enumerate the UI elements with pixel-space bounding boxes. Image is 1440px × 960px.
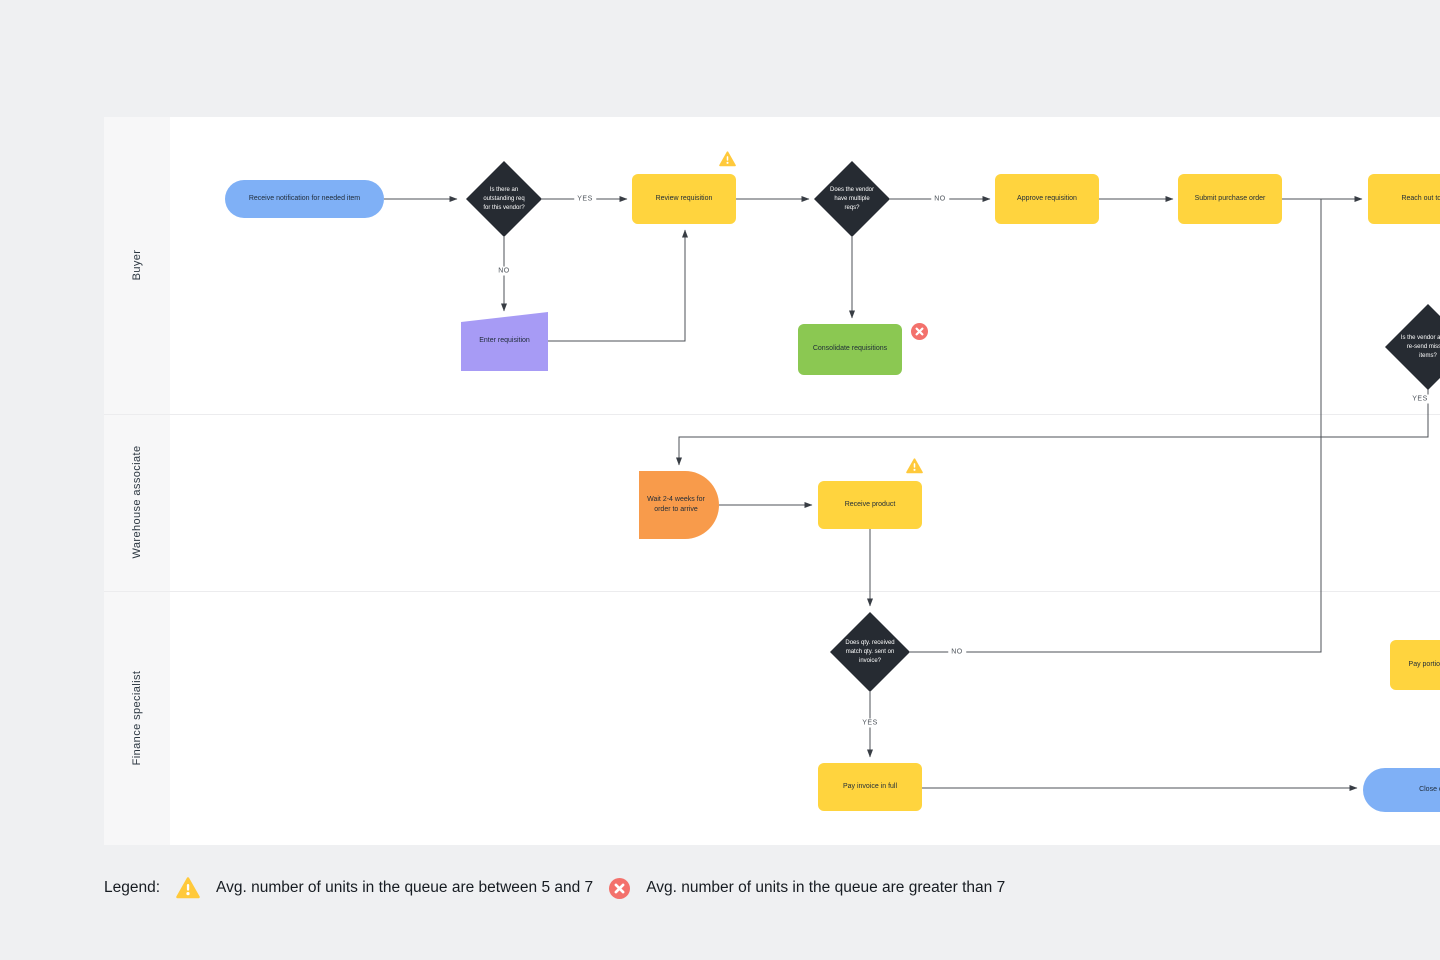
legend-title: Legend: bbox=[104, 879, 161, 896]
node-label: Receive notification for needed item bbox=[248, 194, 361, 202]
node-wait-2-4-weeks[interactable]: Wait 2-4 weeks for order to arrive bbox=[639, 471, 719, 539]
node-label: Enter requisition bbox=[479, 337, 530, 345]
node-label: Reach out to vendor bbox=[1401, 194, 1440, 202]
node-label: Does qty. received match qty. sent on in… bbox=[845, 639, 895, 664]
node-approve-requisition[interactable]: Approve requisition bbox=[995, 174, 1099, 224]
edge-label-no: NO bbox=[931, 194, 949, 204]
diagram-canvas bbox=[104, 117, 1440, 845]
edge-label-yes: YES bbox=[859, 718, 881, 728]
lane-label-finance-specialist: Finance specialist bbox=[131, 670, 143, 766]
node-review-requisition[interactable]: Review requisition bbox=[632, 174, 736, 224]
node-pay-invoice-in-full[interactable]: Pay invoice in full bbox=[818, 763, 922, 811]
error-icon bbox=[911, 323, 928, 340]
lane-label-buyer: Buyer bbox=[131, 249, 143, 281]
lane-label-warehouse-associate: Warehouse associate bbox=[131, 445, 143, 559]
node-enter-requisition[interactable]: Enter requisition bbox=[461, 312, 548, 371]
lane-divider bbox=[104, 591, 1440, 592]
legend-item-error-text: Avg. number of units in the queue are gr… bbox=[646, 879, 1006, 896]
node-label: Receive product bbox=[844, 500, 896, 508]
warning-icon bbox=[176, 877, 200, 899]
node-label: Pay portion of invoice bbox=[1408, 660, 1440, 668]
node-submit-purchase-order[interactable]: Submit purchase order bbox=[1178, 174, 1282, 224]
warning-icon bbox=[906, 458, 923, 474]
edge-label-no: NO bbox=[948, 647, 966, 657]
node-receive-notification[interactable]: Receive notification for needed item bbox=[225, 180, 384, 218]
node-label: Approve requisition bbox=[1017, 194, 1077, 202]
edge-label-yes: YES bbox=[574, 194, 596, 204]
error-icon bbox=[609, 877, 631, 899]
node-label: Submit purchase order bbox=[1194, 194, 1266, 202]
node-close-order[interactable]: Close out order bbox=[1363, 768, 1440, 812]
legend-item-warning-text: Avg. number of units in the queue are be… bbox=[216, 879, 594, 896]
lane-divider bbox=[104, 414, 1440, 415]
node-label: Does the vendor have multiple reqs? bbox=[829, 186, 875, 211]
node-label: Is the vendor able to re-send missing it… bbox=[1400, 334, 1440, 359]
node-label: Review requisition bbox=[655, 194, 713, 202]
node-label: Consolidate requisitions bbox=[812, 345, 888, 353]
node-label: Is there an outstanding req for this ven… bbox=[483, 186, 525, 211]
node-receive-product[interactable]: Receive product bbox=[818, 481, 922, 529]
warning-icon bbox=[719, 151, 736, 167]
edge-label-yes: YES bbox=[1409, 394, 1431, 404]
edge-label-no: NO bbox=[495, 266, 513, 276]
node-pay-portion-of-invoice[interactable]: Pay portion of invoice bbox=[1390, 640, 1440, 690]
node-consolidate-requisitions[interactable]: Consolidate requisitions bbox=[798, 324, 902, 375]
lane-header-column bbox=[104, 117, 170, 845]
legend: Legend: Avg. number of units in the queu… bbox=[104, 874, 1005, 902]
node-label: Close out order bbox=[1419, 785, 1440, 793]
node-label: Pay invoice in full bbox=[842, 782, 898, 790]
node-reach-out-to-vendor[interactable]: Reach out to vendor bbox=[1368, 174, 1440, 224]
node-label: Wait 2-4 weeks for order to arrive bbox=[647, 495, 705, 513]
